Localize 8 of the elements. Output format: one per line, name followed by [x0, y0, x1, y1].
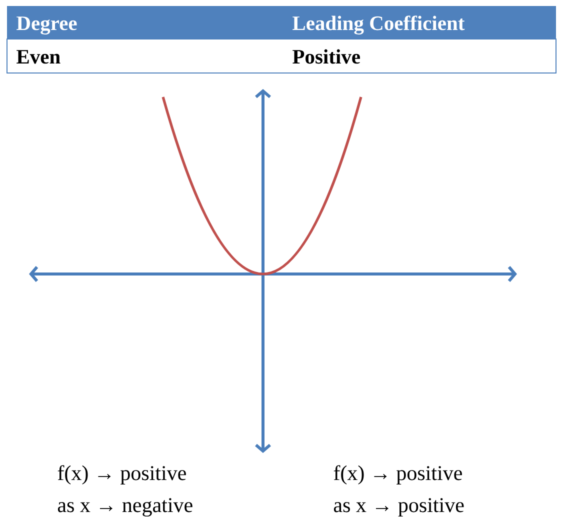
note-text: f(x) → positive	[58, 465, 186, 484]
table-text: Positive	[292, 49, 360, 64]
table-text: Even	[16, 50, 60, 64]
header-cell: Degree	[7, 6, 284, 40]
note-text: as x → negative	[58, 498, 192, 517]
header-cell: Leading Coefficient	[283, 6, 556, 40]
note-text: f(x) → positive	[334, 465, 462, 484]
note-text: as x → positive	[334, 498, 464, 516]
